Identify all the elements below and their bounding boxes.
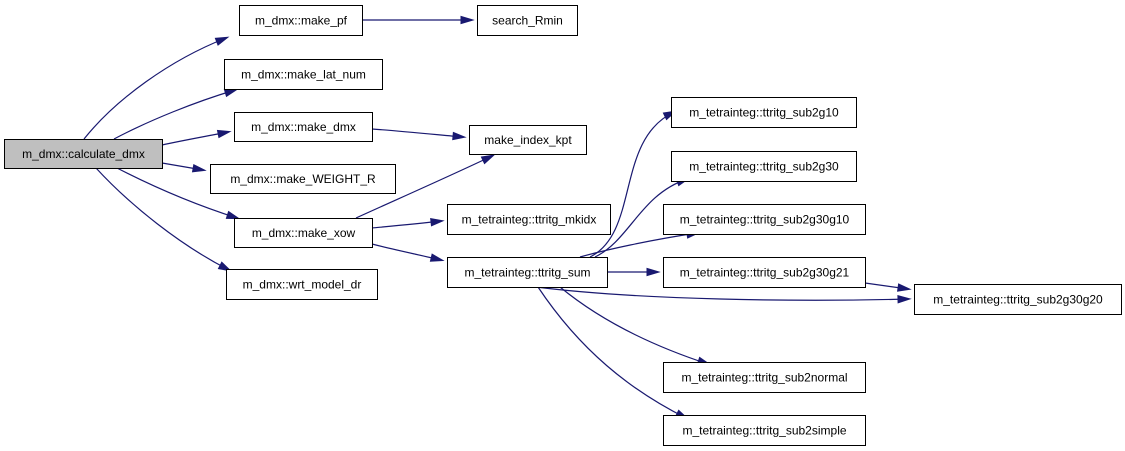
edge-calculate_dmx-to-wrt_model_dr bbox=[95, 167, 233, 272]
node-box[interactable] bbox=[671, 97, 857, 128]
edge-make_pf-to-search_Rmin bbox=[362, 15, 475, 25]
edge-make_xow-to-ttritg_sum bbox=[371, 243, 445, 262]
node-label: m_dmx::make_lat_num bbox=[241, 68, 366, 82]
arrowhead-icon bbox=[430, 217, 445, 227]
node-label: m_dmx::make_dmx bbox=[251, 120, 356, 134]
arrowhead-icon bbox=[452, 131, 467, 141]
edge-ttritg_sum-to-ttritg_sub2simple bbox=[537, 286, 690, 420]
arrowhead-icon bbox=[646, 267, 661, 277]
node-box[interactable] bbox=[447, 257, 608, 288]
node-box[interactable] bbox=[469, 125, 587, 155]
edge-line bbox=[83, 37, 227, 140]
node-ttritg-sub2normal[interactable]: m_tetrainteg::ttritg_sub2normal bbox=[663, 362, 866, 393]
node-label: m_tetrainteg::ttritg_sub2simple bbox=[682, 424, 846, 438]
node-label: m_dmx::make_WEIGHT_R bbox=[230, 172, 376, 186]
edge-line bbox=[113, 89, 236, 140]
node-label: m_tetrainteg::ttritg_sub2normal bbox=[681, 371, 847, 385]
node-box[interactable] bbox=[477, 5, 578, 36]
node-make-index-kpt[interactable]: make_index_kpt bbox=[469, 125, 587, 155]
node-calculate-dmx[interactable]: m_dmx::calculate_dmx bbox=[4, 139, 163, 169]
node-box[interactable] bbox=[234, 112, 373, 142]
node-wrt-model-dr[interactable]: m_dmx::wrt_model_dr bbox=[226, 269, 378, 300]
edge-ttritg_sum-to-ttritg_sub2g30g21 bbox=[607, 267, 661, 277]
node-box[interactable] bbox=[226, 269, 378, 300]
node-box[interactable] bbox=[663, 204, 866, 235]
edge-ttritg_sum-to-ttritg_sub2normal bbox=[559, 286, 712, 366]
node-label: m_tetrainteg::ttritg_mkidx bbox=[462, 213, 597, 227]
arrowhead-icon bbox=[223, 88, 239, 98]
arrowhead-icon bbox=[480, 154, 496, 165]
node-ttritg-sub2g30g10[interactable]: m_tetrainteg::ttritg_sub2g30g10 bbox=[663, 204, 866, 235]
arrowhead-icon bbox=[897, 295, 912, 304]
node-box[interactable] bbox=[210, 164, 396, 194]
node-box[interactable] bbox=[663, 257, 866, 288]
edge-ttritg_sum-to-ttritg_sub2g10 bbox=[589, 110, 678, 258]
node-make-xow[interactable]: m_dmx::make_xow bbox=[234, 218, 373, 248]
edge-calculate_dmx-to-make_xow bbox=[116, 167, 241, 220]
edge-line bbox=[355, 155, 493, 219]
node-label: m_tetrainteg::ttritg_sub2g30g10 bbox=[680, 213, 850, 227]
node-box[interactable] bbox=[663, 415, 866, 446]
node-ttritg-sub2g10[interactable]: m_tetrainteg::ttritg_sub2g10 bbox=[671, 97, 857, 128]
node-ttritg-mkidx[interactable]: m_tetrainteg::ttritg_mkidx bbox=[447, 204, 611, 235]
node-label: m_tetrainteg::ttritg_sub2g30g21 bbox=[680, 266, 850, 280]
node-label: m_tetrainteg::ttritg_sub2g30 bbox=[689, 160, 839, 174]
node-label: m_dmx::calculate_dmx bbox=[22, 147, 145, 161]
node-box[interactable] bbox=[234, 218, 373, 248]
node-make-lat-num[interactable]: m_dmx::make_lat_num bbox=[224, 59, 383, 90]
node-box[interactable] bbox=[4, 139, 163, 169]
edge-ttritg_sub2g30g21-to-ttritg_sub2g30g20 bbox=[864, 282, 912, 292]
node-make-weight-r[interactable]: m_dmx::make_WEIGHT_R bbox=[210, 164, 396, 194]
node-box[interactable] bbox=[663, 362, 866, 393]
node-label: m_dmx::make_xow bbox=[252, 226, 356, 240]
edge-calculate_dmx-to-make_dmx bbox=[161, 129, 232, 146]
edge-calculate_dmx-to-make_pf bbox=[83, 36, 230, 140]
arrowhead-icon bbox=[429, 253, 445, 262]
edge-line bbox=[559, 286, 709, 365]
arrowhead-icon bbox=[214, 36, 230, 46]
arrowhead-icon bbox=[191, 163, 207, 173]
node-ttritg-sub2simple[interactable]: m_tetrainteg::ttritg_sub2simple bbox=[663, 415, 866, 446]
arrowhead-icon bbox=[217, 261, 233, 272]
edge-make_xow-to-ttritg_mkidx bbox=[371, 217, 445, 229]
node-search-rmin[interactable]: search_Rmin bbox=[477, 5, 578, 36]
node-box[interactable] bbox=[671, 151, 857, 182]
edge-line bbox=[537, 286, 687, 419]
node-box[interactable] bbox=[447, 204, 611, 235]
edge-make_dmx-to-make_index_kpt bbox=[371, 128, 467, 141]
node-box[interactable] bbox=[239, 5, 363, 36]
node-make-dmx[interactable]: m_dmx::make_dmx bbox=[234, 112, 373, 142]
arrowhead-icon bbox=[216, 129, 232, 139]
edge-calculate_dmx-to-make_WEIGHT_R bbox=[161, 162, 207, 173]
node-ttritg-sub2g30g21[interactable]: m_tetrainteg::ttritg_sub2g30g21 bbox=[663, 257, 866, 288]
node-label: m_dmx::make_pf bbox=[255, 14, 348, 28]
node-label: m_dmx::wrt_model_dr bbox=[243, 278, 362, 292]
edge-line bbox=[589, 111, 675, 258]
node-ttritg-sub2g30[interactable]: m_tetrainteg::ttritg_sub2g30 bbox=[671, 151, 857, 182]
node-label: m_tetrainteg::ttritg_sub2g10 bbox=[689, 106, 839, 120]
node-layer: m_dmx::calculate_dmx m_dmx::make_pf search… bbox=[4, 5, 1122, 446]
node-label: m_tetrainteg::ttritg_sub2g30g20 bbox=[933, 293, 1103, 307]
edge-line bbox=[579, 232, 698, 258]
arrowhead-icon bbox=[897, 283, 912, 292]
edge-line bbox=[116, 167, 238, 219]
edge-ttritg_sum-to-ttritg_sub2g30g20 bbox=[535, 286, 912, 304]
edge-make_xow-to-make_index_kpt bbox=[355, 154, 496, 219]
edge-line bbox=[95, 167, 230, 271]
node-ttritg-sum[interactable]: m_tetrainteg::ttritg_sum bbox=[447, 257, 608, 288]
node-box[interactable] bbox=[224, 59, 383, 90]
node-make-pf[interactable]: m_dmx::make_pf bbox=[239, 5, 363, 36]
node-ttritg-sub2g30g20[interactable]: m_tetrainteg::ttritg_sub2g30g20 bbox=[914, 284, 1122, 315]
edge-line bbox=[371, 128, 464, 138]
arrowhead-icon bbox=[225, 210, 241, 220]
node-label: m_tetrainteg::ttritg_sum bbox=[464, 266, 590, 280]
edge-line bbox=[535, 286, 909, 301]
node-label: search_Rmin bbox=[492, 14, 563, 28]
node-label: make_index_kpt bbox=[484, 133, 572, 147]
node-box[interactable] bbox=[914, 284, 1122, 315]
edge-line bbox=[371, 243, 442, 261]
arrowhead-icon bbox=[460, 15, 475, 25]
